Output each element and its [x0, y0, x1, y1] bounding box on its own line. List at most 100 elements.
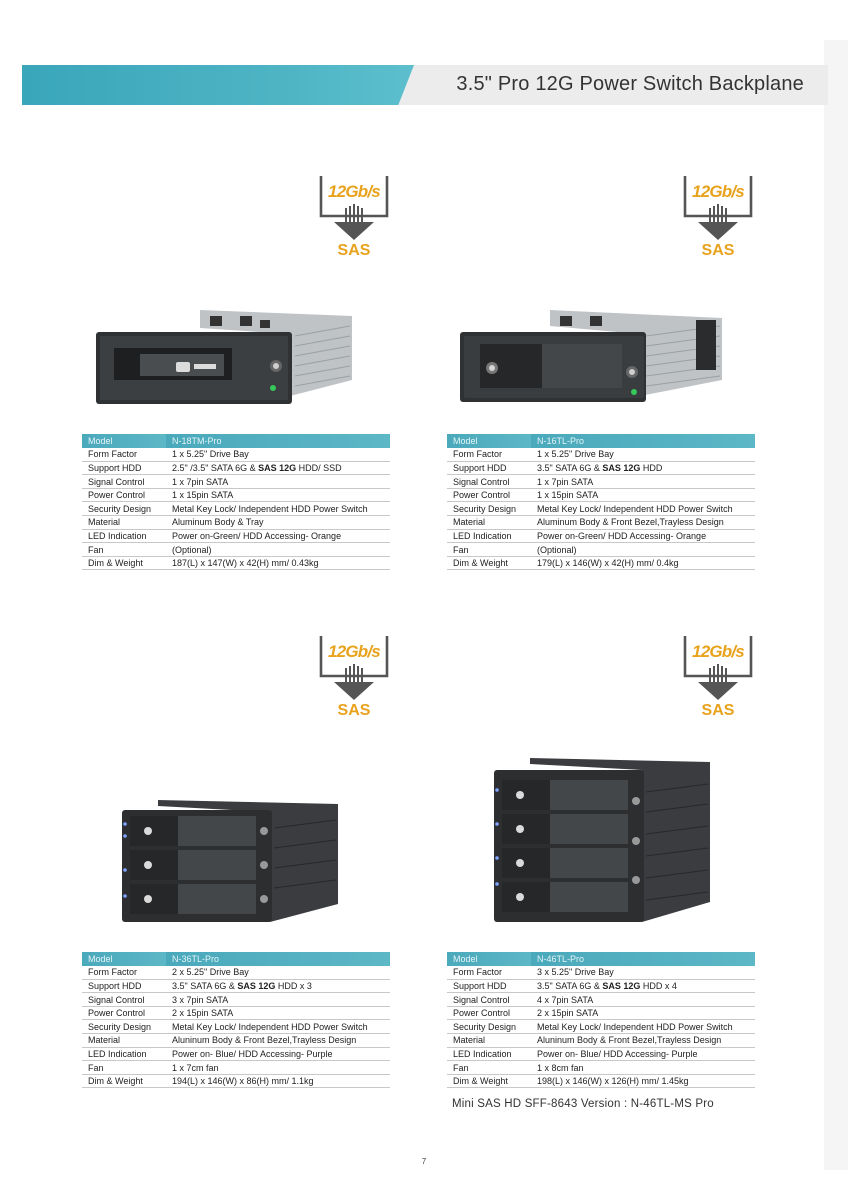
sas-12g-emphasis: SAS 12G: [258, 462, 297, 473]
spec-label: Material: [447, 1033, 531, 1048]
spec-label: Security Design: [82, 1019, 166, 1035]
spec-table-header: Model N-18TM-Pro: [82, 434, 390, 448]
spec-label: Signal Control: [447, 992, 531, 1007]
spec-label: Power Control: [447, 1006, 531, 1021]
spec-label: Power Control: [447, 488, 531, 503]
spec-value: 3 x 7pin SATA: [166, 992, 390, 1007]
header-banner: 3.5" Pro 12G Power Switch Backplane: [22, 65, 828, 105]
spec-value: 1 x 8cm fan: [531, 1060, 755, 1075]
spec-label: Support HDD: [447, 979, 531, 994]
spec-label: Form Factor: [447, 447, 531, 462]
spec-value: Aluminum Body & Tray: [166, 515, 390, 530]
badge-speed: 12Gb/s: [328, 642, 381, 661]
sas-badge-icon: [683, 636, 753, 700]
spec-value: 1 x 5.25" Drive Bay: [166, 447, 390, 462]
spec-value: (Optional): [531, 542, 755, 557]
spec-value: Metal Key Lock/ Independent HDD Power Sw…: [531, 501, 755, 517]
spec-label: Form Factor: [82, 447, 166, 462]
variant-footnote: Mini SAS HD SFF-8643 Version : N-46TL-MS…: [452, 1098, 714, 1110]
spec-value: 1 x 7pin SATA: [166, 474, 390, 489]
spec-label: Dim & Weight: [82, 1074, 166, 1089]
spec-label: Power Control: [82, 1006, 166, 1021]
spec-label: Support HDD: [447, 461, 531, 476]
page-number: 7: [421, 1157, 427, 1166]
spec-label: LED Indication: [447, 529, 531, 544]
sas-12g-badge: 12Gb/s SAS: [682, 176, 754, 268]
spec-label: Dim & Weight: [447, 556, 531, 571]
spec-table-header: Model N-36TL-Pro: [82, 952, 390, 966]
spec-value: 1 x 15pin SATA: [166, 488, 390, 503]
spec-label: Security Design: [447, 501, 531, 517]
spec-value: 1 x 7pin SATA: [531, 474, 755, 489]
spec-value: 3.5" SATA 6G & SAS 12G HDD x 4: [531, 979, 755, 994]
spec-label: Material: [82, 1033, 166, 1048]
spec-value: (Optional): [166, 542, 390, 557]
spec-value: 2 x 5.25" Drive Bay: [166, 965, 390, 980]
three-bay-trayless-image: [122, 800, 338, 922]
spec-value: Metal Key Lock/ Independent HDD Power Sw…: [531, 1019, 755, 1035]
spec-label: Form Factor: [447, 965, 531, 980]
spec-value: Metal Key Lock/ Independent HDD Power Sw…: [166, 501, 390, 517]
spec-label: Signal Control: [82, 992, 166, 1007]
spec-label: Support HDD: [82, 461, 166, 476]
spec-label: LED Indication: [447, 1047, 531, 1062]
sas-12g-emphasis: SAS 12G: [602, 980, 641, 991]
spec-value: Aluninum Body & Front Bezel,Trayless Des…: [166, 1033, 390, 1048]
spec-label: Material: [82, 515, 166, 530]
spec-value: 198(L) x 146(W) x 126(H) mm/ 1.45kg: [531, 1074, 755, 1089]
spec-value: 3.5" SATA 6G & SAS 12G HDD x 3: [166, 979, 390, 994]
badge-speed: 12Gb/s: [692, 182, 745, 201]
spec-label: Dim & Weight: [82, 556, 166, 571]
spec-value: Metal Key Lock/ Independent HDD Power Sw…: [166, 1019, 390, 1035]
spec-label: Material: [447, 515, 531, 530]
sas-12g-badge: 12Gb/s SAS: [318, 176, 390, 268]
spec-value: Power on- Blue/ HDD Accessing- Purple: [531, 1047, 755, 1062]
badge-interface: SAS: [701, 242, 735, 259]
spec-table-header: Model N-46TL-Pro: [447, 952, 755, 966]
header-label: Model: [447, 952, 531, 966]
sas-12g-emphasis: SAS 12G: [602, 462, 641, 473]
spec-value: Power on-Green/ HDD Accessing- Orange: [166, 529, 390, 544]
badge-interface: SAS: [337, 242, 371, 259]
model-name: N-46TL-Pro: [531, 952, 755, 966]
spec-table-header: Model N-16TL-Pro: [447, 434, 755, 448]
header-label: Model: [82, 434, 166, 448]
spec-value: 4 x 7pin SATA: [531, 992, 755, 1007]
header-label: Model: [82, 952, 166, 966]
page-title: 3.5" Pro 12G Power Switch Backplane: [456, 73, 804, 95]
badge-interface: SAS: [337, 702, 371, 719]
spec-label: Signal Control: [447, 474, 531, 489]
spec-value: 3.5" SATA 6G & SAS 12G HDD: [531, 461, 755, 476]
sas-badge-icon: [319, 176, 389, 240]
badge-speed: 12Gb/s: [328, 182, 381, 201]
model-name: N-16TL-Pro: [531, 434, 755, 448]
